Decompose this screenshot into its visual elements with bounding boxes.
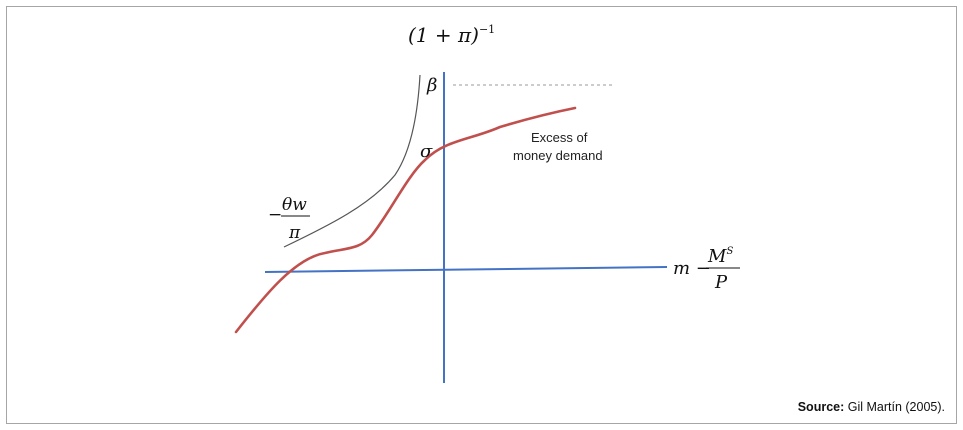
annotation-line-2: money demand: [513, 148, 603, 163]
left-label-numerator: θw: [282, 195, 307, 215]
x-axis: [264, 266, 668, 273]
figure-frame: [6, 6, 957, 424]
x-axis-label-numerator: MS: [707, 246, 733, 267]
sigma-label: σ: [420, 141, 433, 162]
source-caption: Source: Gil Martín (2005).: [798, 400, 945, 414]
source-label: Source:: [797, 400, 845, 414]
x-axis-label-prefix: m −: [673, 258, 711, 279]
source-text: Gil Martín (2005).: [844, 400, 945, 414]
left-label-minus: −: [268, 205, 282, 225]
money-demand-curve: [234, 106, 577, 334]
annotation-line-1: Excess of: [531, 130, 588, 145]
y-axis-label: (1 + π)−1: [408, 23, 495, 47]
asymptote-curve: [283, 74, 421, 248]
left-label-denominator: π: [288, 223, 301, 243]
x-axis-label-denominator: P: [714, 272, 728, 293]
beta-label: β: [426, 75, 437, 96]
